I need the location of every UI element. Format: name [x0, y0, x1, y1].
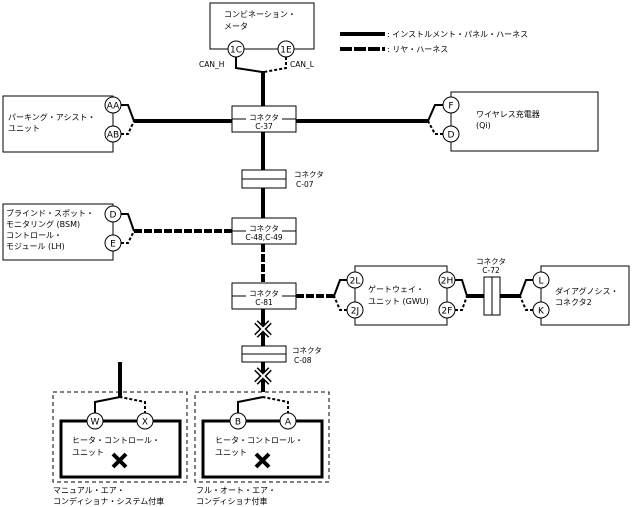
pin-b: [229, 412, 247, 430]
connector-c07-id: C-07: [296, 180, 314, 189]
not-connected-marker-upper: [254, 320, 272, 338]
pin-b-label: B: [235, 418, 241, 428]
diag-connector-label-2: コネクタ2: [555, 298, 592, 307]
connector-c72-title: コネクタ: [476, 257, 506, 266]
connector-c48-title: コネクタ: [249, 224, 279, 233]
not-available-x-icon: [111, 452, 128, 469]
connector-c08: コネクタ C-08: [241, 345, 322, 365]
pin-x: [136, 412, 154, 430]
pin-k-label: K: [538, 307, 545, 317]
legend-dashed-label: : リヤ・ハーネス: [387, 45, 448, 54]
combination-meter-label-2: メータ: [224, 22, 248, 31]
not-available-x-icon: [254, 452, 271, 469]
gateway-label-2: ユニット (GWU): [368, 297, 429, 306]
connector-c48-c49: コネクタ C-48,C-49: [231, 217, 297, 245]
pin-2h-label: 2H: [441, 277, 454, 287]
heater-control-unit-manual: W X ヒータ・コントロール・ ユニット マニュアル・エア・ コンディショナ・シ…: [52, 362, 188, 506]
pin-2l: [346, 271, 364, 289]
can-h-label: CAN_H: [199, 60, 224, 69]
pin-d-wireless-label: D: [448, 131, 455, 141]
heater-auto-caption-2: コンディショナ付車: [196, 496, 267, 506]
pin-e-label: E: [110, 240, 116, 250]
pin-w-label: W: [91, 418, 100, 428]
pin-x-label: X: [142, 418, 148, 428]
heater-manual-caption-1: マニュアル・エア・: [53, 486, 125, 495]
diagnosis-connector-2: L K ダイアグノシス・ コネクタ2: [519, 265, 630, 326]
legend: : インストルメント・パネル・ハーネス : リヤ・ハーネス: [340, 30, 528, 54]
pin-k: [532, 301, 550, 319]
pin-2f-label: 2F: [442, 307, 453, 317]
connector-c81: コネクタ C-81: [231, 282, 297, 310]
heater-auto-label-2: ユニット: [215, 448, 247, 457]
legend-solid-label: : インストルメント・パネル・ハーネス: [387, 30, 528, 39]
heater-manual-caption-2: コンディショナ・システム付車: [53, 496, 164, 506]
pin-1e-label: 1E: [280, 46, 292, 56]
connector-c07-title: コネクタ: [294, 170, 324, 179]
heater-control-unit-auto: B A ヒータ・コントロール・ ユニット フル・オート・エア・ コンディショナ付…: [194, 391, 330, 506]
pin-2j: [346, 301, 364, 319]
pin-aa-label: AA: [107, 102, 120, 112]
connector-c07: コネクタ C-07: [241, 169, 324, 189]
pin-ab-label: AB: [107, 131, 119, 141]
pin-f-label: F: [448, 102, 453, 112]
pin-l: [532, 271, 550, 289]
connector-c48-id: C-48,C-49: [245, 233, 283, 242]
pin-f: [442, 96, 460, 114]
gateway-unit: 2L 2J 2H 2F ゲートウェイ・ ユニット (GWU): [296, 265, 484, 326]
pin-a-label: A: [285, 418, 292, 428]
pin-2l-label: 2L: [350, 277, 361, 287]
connector-c37: コネクタ C-37: [231, 105, 297, 133]
bsm-control-module: ブラインド・スポット・ モニタリング (BSM) コントロール・ モジュール (…: [2, 203, 232, 261]
connector-c37-id: C-37: [255, 122, 273, 131]
pin-w: [86, 412, 104, 430]
heater-auto-caption-1: フル・オート・エア・: [196, 486, 276, 495]
pin-l-label: L: [538, 277, 543, 287]
connector-c72: コネクタ C-72: [476, 257, 520, 316]
connector-c08-id: C-08: [294, 356, 312, 365]
heater-manual-label-1: ヒータ・コントロール・: [72, 436, 160, 445]
diag-connector-label-1: ダイアグノシス・: [555, 286, 618, 296]
pin-2j-label: 2J: [351, 307, 359, 317]
parking-assist-label-2: ユニット: [8, 124, 40, 133]
gateway-label-1: ゲートウェイ・: [368, 284, 424, 294]
bsm-label-2: モニタリング (BSM): [6, 219, 80, 229]
bsm-label-1: ブラインド・スポット・: [6, 208, 94, 218]
bsm-label-3: コントロール・: [6, 231, 62, 240]
parking-assist-unit: パーキング・アシスト・ ユニット AA AB: [2, 95, 232, 153]
pin-1c-label: 1C: [230, 46, 242, 56]
heater-manual-label-2: ユニット: [72, 448, 104, 457]
connector-c72-id: C-72: [482, 266, 500, 275]
combination-meter: コンビネーション・ メータ 1C 1E CAN_H CAN_L: [199, 2, 315, 73]
parking-assist-label-1: パーキング・アシスト・: [8, 112, 95, 122]
connector-c08-title: コネクタ: [292, 346, 322, 355]
not-connected-marker-lower: [254, 367, 272, 385]
connector-c37-title: コネクタ: [249, 113, 279, 122]
wireless-charger-label-1: ワイヤレス充電器: [476, 109, 540, 119]
wireless-charger-label-2: (Qi): [476, 121, 491, 130]
bsm-label-4: モジュール (LH): [6, 242, 65, 251]
wireless-charger: F D ワイヤレス充電器 (Qi): [296, 91, 599, 152]
pin-d-bsm-label: D: [110, 211, 117, 221]
heater-auto-label-1: ヒータ・コントロール・: [215, 436, 303, 445]
connector-c81-id: C-81: [255, 298, 273, 307]
connector-c81-title: コネクタ: [249, 289, 279, 298]
pin-d-wireless: [442, 125, 460, 143]
can-l-label: CAN_L: [290, 60, 315, 69]
combination-meter-label-1: コンビネーション・: [224, 10, 296, 19]
pin-a: [279, 412, 297, 430]
